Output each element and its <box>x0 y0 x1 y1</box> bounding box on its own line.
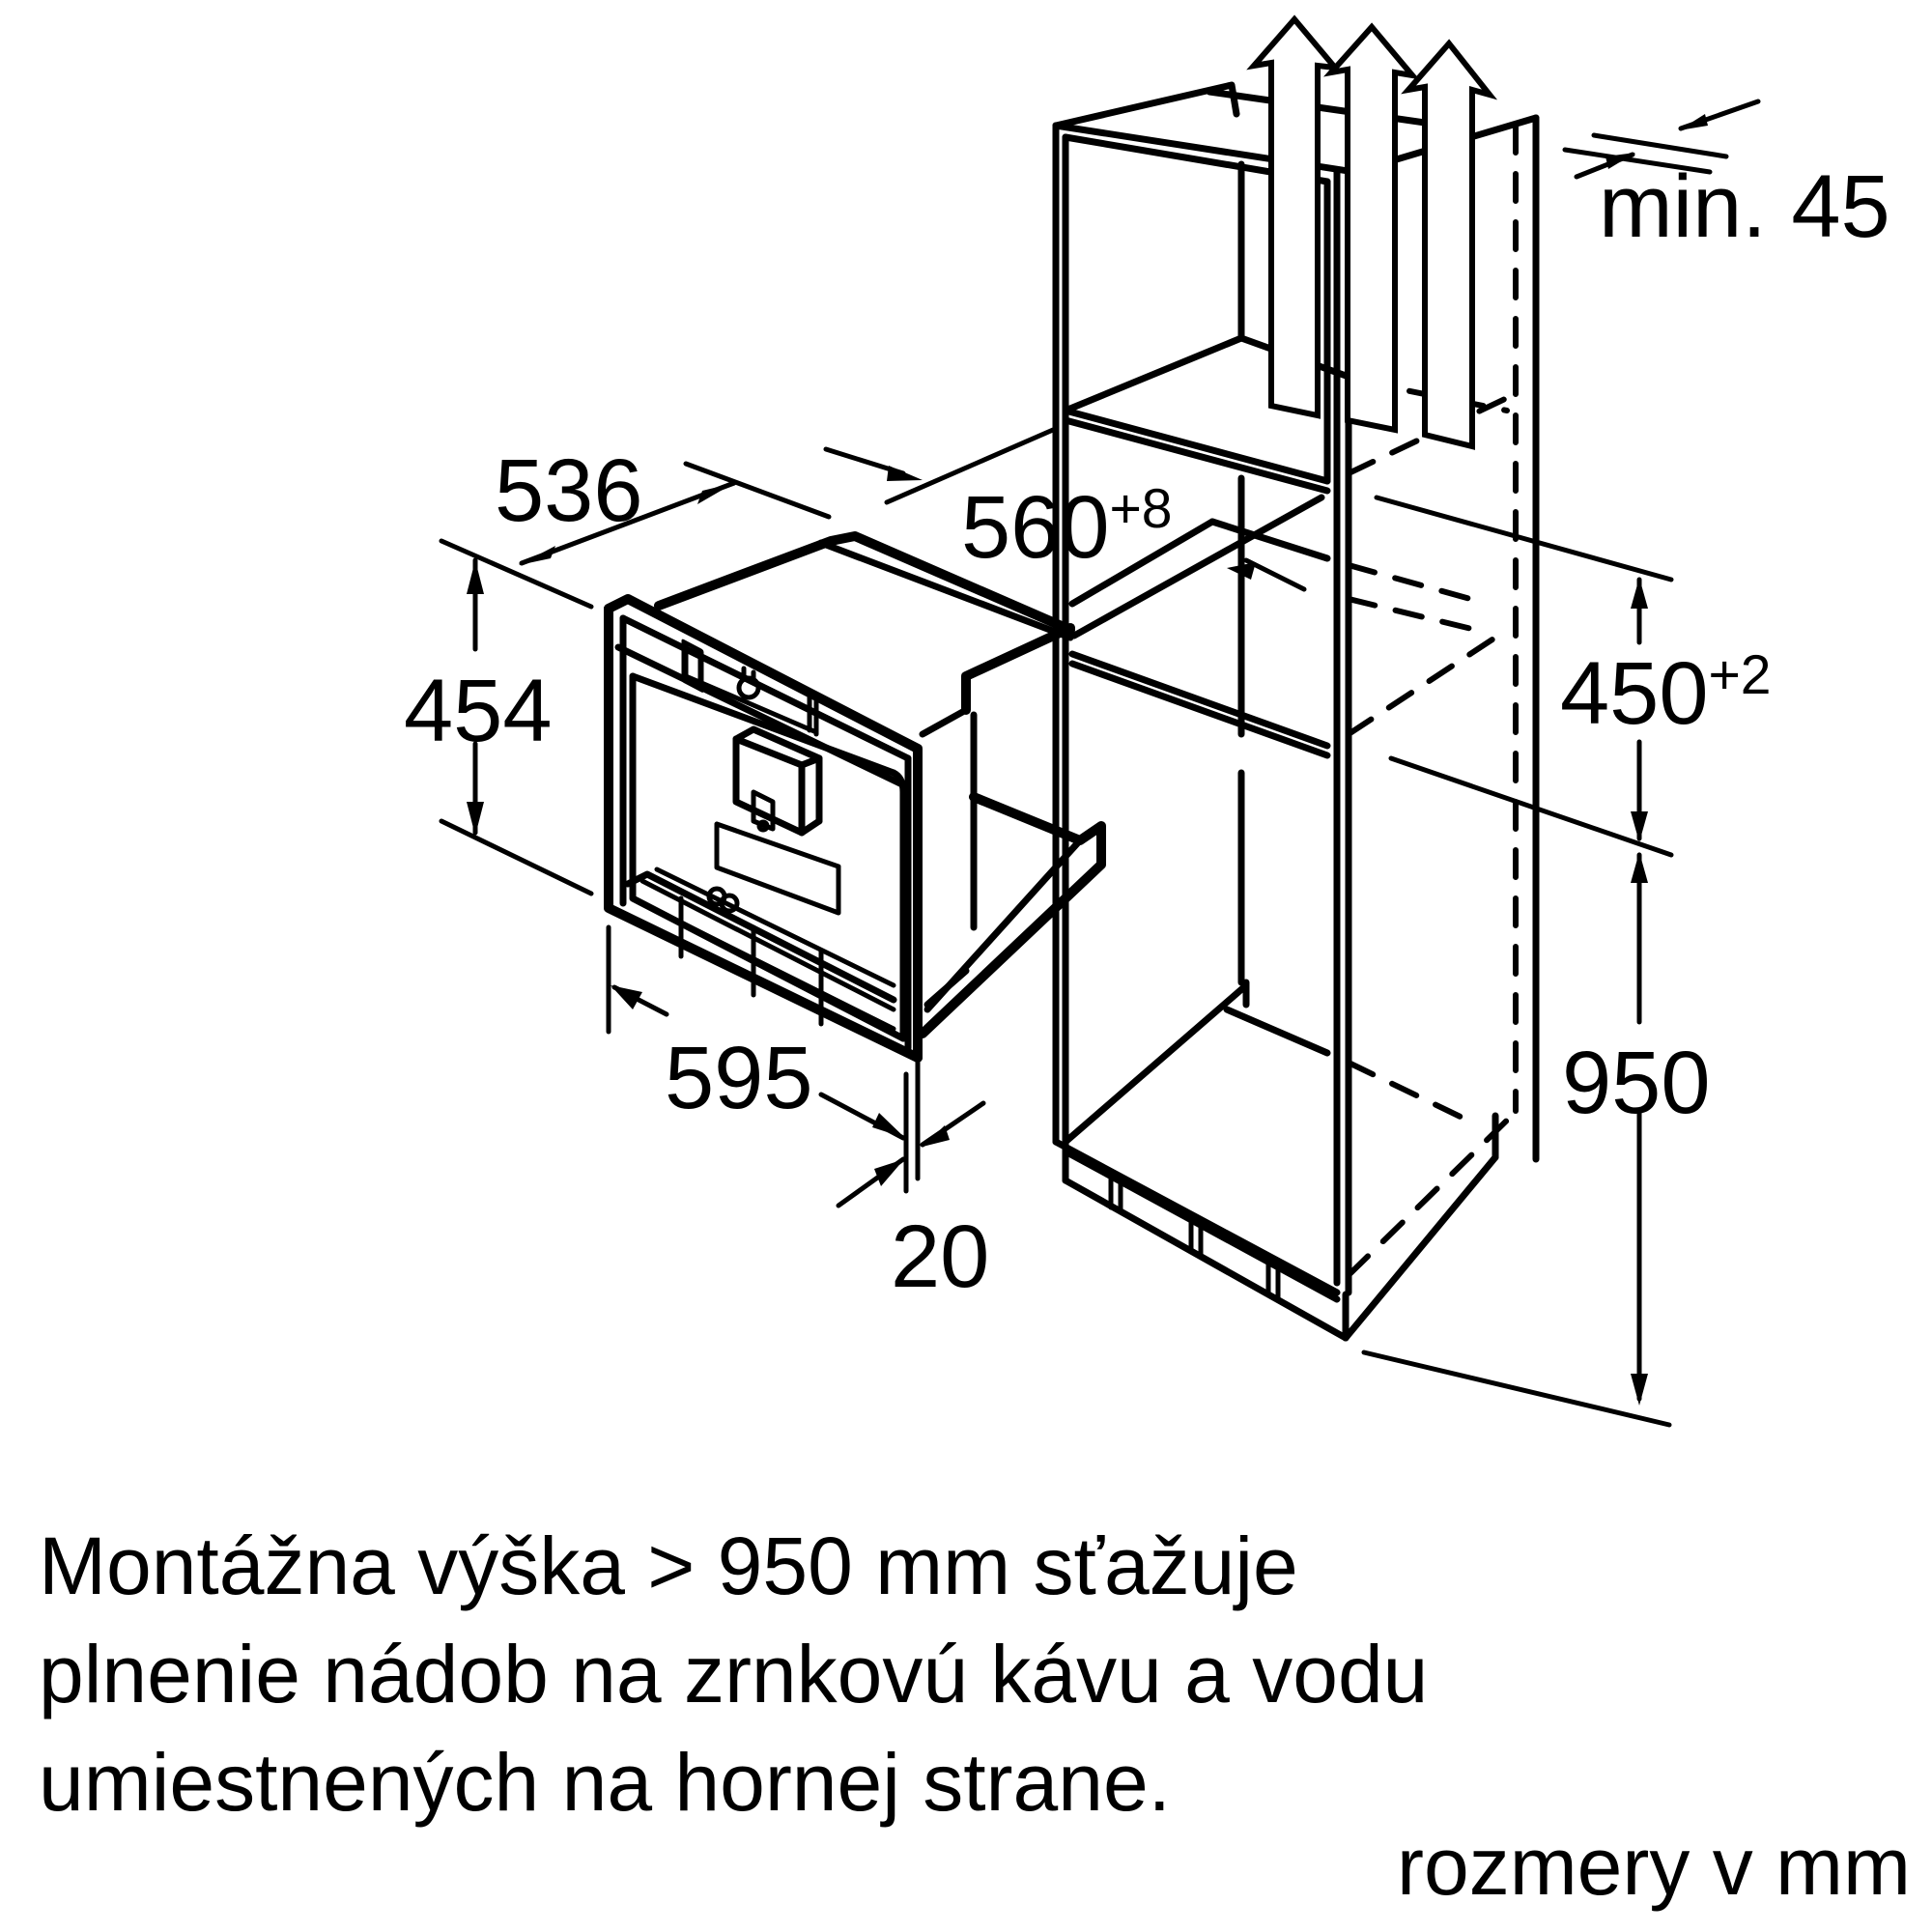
dimension-560 <box>823 427 1307 592</box>
ventilation-arrow-up-icon <box>1246 14 1343 419</box>
appliance-depth-label: 536 <box>495 441 643 540</box>
installation-note: Montážna výška > 950 mm sťažuje plnenie … <box>39 1512 1428 1836</box>
appliance-height-label: 454 <box>404 662 553 760</box>
mount-height-label: 950 <box>1562 1034 1711 1132</box>
dimension-595 <box>606 924 906 1141</box>
dimension-950 <box>1361 852 1672 1428</box>
niche-depth-label: 560+8 <box>961 481 1173 572</box>
niche-depth-value: 560 <box>961 478 1110 577</box>
dimension-min45 <box>1562 99 1761 180</box>
coffee-machine <box>604 531 1106 1063</box>
dimension-20 <box>836 1055 986 1208</box>
dimension-536 <box>439 461 832 610</box>
note-line: Montážna výška > 950 mm sťažuje <box>39 1520 1298 1611</box>
cabinet <box>1052 81 1540 1342</box>
ventilation-arrow-up-icon <box>1401 39 1498 450</box>
niche-depth-tolerance: +8 <box>1109 477 1173 540</box>
ventilation-arrow-up-icon <box>1322 22 1420 434</box>
units-label: rozmery v mm <box>1397 1821 1911 1912</box>
dimension-454 <box>439 557 594 896</box>
niche-height-label: 450+2 <box>1560 647 1772 738</box>
dimension-450 <box>1374 495 1674 858</box>
note-line: plnenie nádob na zrnkovú kávu a vodu <box>39 1629 1429 1719</box>
note-line: umiestnených na hornej strane. <box>39 1737 1172 1828</box>
appliance-width-label: 595 <box>665 1029 813 1127</box>
front-offset-label: 20 <box>891 1208 990 1306</box>
niche-height-value: 450 <box>1560 644 1709 743</box>
niche-height-tolerance: +2 <box>1708 643 1772 706</box>
top-gap-label: min. 45 <box>1599 157 1890 256</box>
